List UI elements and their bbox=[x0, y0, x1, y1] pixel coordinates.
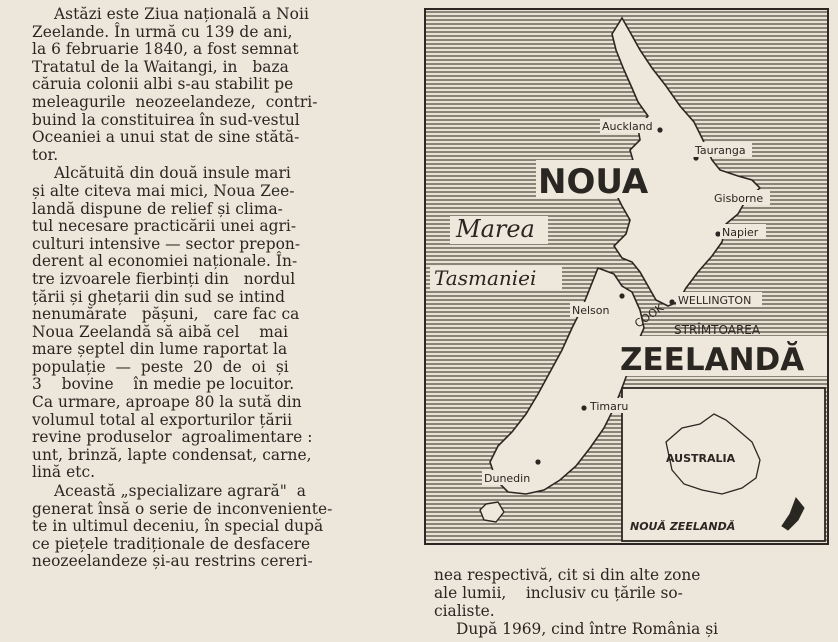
new-zealand-map: AUSTRALIA NOUĂ ZEELANDĂ NOUA ZEELANDĂ Ma… bbox=[426, 10, 827, 543]
text-line: căruia colonii albi s-au stabilit pe bbox=[32, 75, 294, 94]
text-line: landă dispune de relief și clima- bbox=[32, 199, 283, 218]
text-line: neozeelandeze și-au restrins cereri- bbox=[32, 552, 313, 571]
south-island bbox=[489, 266, 645, 495]
text-line: tul necesare practicării unei agri- bbox=[32, 217, 297, 236]
text-line: Oceaniei a unui stat de sine stătă- bbox=[32, 128, 300, 147]
city-label-gisborne: Gisborne bbox=[714, 192, 763, 205]
text-line: buind la constituirea în sud-vestul bbox=[32, 110, 300, 129]
map-title-top: NOUA bbox=[538, 162, 649, 202]
text-line: Alcătuită din două insule mari bbox=[54, 164, 291, 183]
text-line: culturi intensive — sector prepon- bbox=[32, 234, 301, 253]
strait-label-1: STRÎMTOAREA bbox=[674, 322, 761, 337]
text-line: și alte citeva mai mici, Noua Zee- bbox=[32, 181, 295, 200]
text-line: nenumărate pășuni, care fac ca bbox=[32, 305, 300, 324]
city-label-wellington: WELLINGTON bbox=[678, 294, 751, 307]
sea-label-tasmaniei: Tasmaniei bbox=[434, 266, 536, 290]
text-line: te in ultimul deceniu, în special după bbox=[32, 517, 324, 536]
city-dot-auckland bbox=[657, 127, 663, 133]
text-line: mare șeptel din lume raportat la bbox=[32, 340, 288, 359]
text-line: Noua Zeelandă să aibă cel mai bbox=[32, 322, 289, 341]
sea-label-bg-2 bbox=[430, 266, 562, 290]
text-line: cialiste. bbox=[434, 602, 495, 620]
text-line: generat însă o serie de inconveniente- bbox=[32, 499, 333, 518]
text-line: nea respectivă, cit si din alte zone bbox=[434, 566, 701, 584]
map-title-bottom: ZEELANDĂ bbox=[620, 341, 804, 378]
city-dot-dunedin bbox=[535, 459, 541, 465]
city-dot-nelson bbox=[619, 293, 625, 299]
city-dot-timaru bbox=[581, 405, 587, 411]
inset-nz-label: NOUĂ ZEELANDĂ bbox=[630, 520, 735, 533]
map-figure: AUSTRALIA NOUĂ ZEELANDĂ NOUA ZEELANDĂ Ma… bbox=[424, 8, 829, 545]
text-line: Această „specializare agrară" a bbox=[54, 482, 306, 501]
inset-australia-label: AUSTRALIA bbox=[666, 452, 736, 465]
australia-shape bbox=[665, 413, 761, 495]
paragraph-1: Astăzi este Ziua națională a Noii Zeelan… bbox=[32, 5, 404, 164]
text-line: tor. bbox=[32, 145, 59, 164]
city-dot-napier bbox=[715, 231, 721, 237]
text-line: Zeelande. În urmă cu 139 de ani, bbox=[32, 22, 293, 41]
sea-label-marea: Marea bbox=[455, 215, 535, 243]
text-line: țării și ghețarii din sud se intind bbox=[32, 287, 285, 306]
city-label-nelson: Nelson bbox=[572, 304, 610, 317]
text-line: la 6 februarie 1840, a fost semnat bbox=[32, 40, 299, 59]
text-line: 3 bovine în medie pe locuitor. bbox=[32, 375, 295, 394]
text-line: Tratatul de la Waitangi, in baza bbox=[32, 57, 289, 76]
city-label-napier: Napier bbox=[722, 226, 759, 239]
text-line: unt, brinză, lapte condensat, carne, bbox=[32, 445, 312, 464]
text-line: tre izvoarele fierbinți din nordul bbox=[32, 269, 296, 288]
inset-map: AUSTRALIA NOUĂ ZEELANDĂ bbox=[621, 387, 826, 542]
paragraph-2: Alcătuită din două insule mari și alte c… bbox=[32, 165, 404, 482]
title-bottom-bg bbox=[616, 336, 827, 376]
city-label-tauranga: Tauranga bbox=[694, 144, 746, 157]
stewart-island bbox=[479, 501, 505, 523]
text-line: Astăzi este Ziua națională a Noii bbox=[54, 5, 309, 23]
paragraph-3: Această „specializare agrară" a generat … bbox=[32, 482, 404, 571]
city-dot-wellington bbox=[669, 299, 675, 305]
text-line: populație — peste 20 de oi și bbox=[32, 357, 289, 376]
text-line: derent al economiei naționale. În- bbox=[32, 252, 298, 271]
text-line: revine produselor agroalimentare : bbox=[32, 428, 313, 447]
text-line: volumul total al exporturilor țării bbox=[32, 410, 293, 429]
continuation-paragraph: nea respectivă, cit si din alte zone ale… bbox=[434, 566, 830, 638]
sea-label-bg-1 bbox=[450, 216, 548, 244]
title-top-bg bbox=[536, 160, 676, 198]
text-line: ce piețele tradiționale de desfacere bbox=[32, 534, 311, 553]
text-line: lină etc. bbox=[32, 463, 96, 482]
city-label-timaru: Timaru bbox=[589, 400, 628, 413]
text-line: meleagurile neozeelandeze, contri- bbox=[32, 92, 318, 111]
city-label-dunedin: Dunedin bbox=[484, 472, 530, 485]
text-line: ale lumii, inclusiv cu țările so- bbox=[434, 584, 683, 602]
text-line: După 1969, cind între România și bbox=[456, 620, 719, 638]
inset-nz-shape bbox=[781, 497, 805, 531]
city-label-auckland: Auckland bbox=[602, 120, 653, 133]
article-column: Astăzi este Ziua națională a Noii Zeelan… bbox=[32, 5, 404, 571]
text-line: Ca urmare, aproape 80 la sută din bbox=[32, 393, 302, 412]
article-continuation: nea respectivă, cit si din alte zone ale… bbox=[434, 566, 830, 638]
